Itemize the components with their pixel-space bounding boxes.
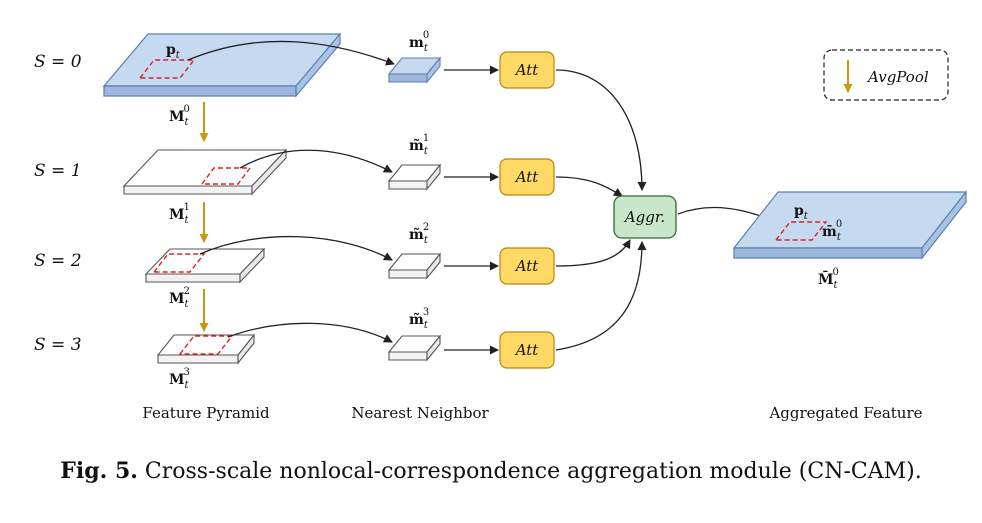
aggr-box: Aggr. — [613, 195, 677, 239]
pyramid-level-2 — [144, 247, 266, 284]
legend-box: AvgPool — [823, 49, 949, 101]
caption-prefix: Fig. 5. — [60, 458, 138, 484]
neighbor-label-2: m̃t2 — [409, 222, 429, 246]
att-box-3: Att — [499, 331, 555, 369]
section-label-nearest-neighbor: Nearest Neighbor — [351, 404, 489, 422]
att-to-aggr-3 — [555, 241, 647, 351]
legend-label: AvgPool — [866, 68, 929, 86]
neighbor-block-0 — [387, 56, 442, 84]
att-to-aggr-1 — [555, 176, 623, 197]
figure-diagram: S = 0 S = 1 S = 2 S = 3 pt Mt0 Mt1 Mt2 M… — [34, 30, 968, 422]
connector-0 — [187, 40, 395, 66]
scale-label-2: S = 2 — [34, 251, 82, 271]
neighbor-label-0: mt0 — [409, 30, 429, 54]
aggregated-map-label: M̄t0 — [818, 267, 839, 291]
att-box-0: Att — [499, 51, 555, 89]
connector-3 — [227, 322, 393, 343]
att-to-aggr-2 — [555, 239, 631, 267]
neighbor-block-2 — [387, 252, 442, 280]
svg-text:Att: Att — [514, 341, 540, 359]
svg-text:Att: Att — [514, 168, 540, 186]
pyramid-level-0 — [102, 32, 342, 98]
att-to-aggr-0 — [555, 69, 647, 191]
caption-text: Cross-scale nonlocal-correspondence aggr… — [144, 459, 922, 484]
pyramid-label-3: Mt3 — [169, 367, 190, 391]
connector-2 — [199, 235, 393, 261]
pyramid-level-3 — [156, 333, 256, 365]
svg-text:Att: Att — [514, 257, 540, 275]
neighbor-label-3: m̃t3 — [409, 307, 429, 331]
pyramid-label-0: Mt0 — [169, 104, 190, 128]
att-box-2: Att — [499, 247, 555, 285]
att-box-1: Att — [499, 158, 555, 196]
section-label-feature-pyramid: Feature Pyramid — [142, 404, 270, 422]
section-label-aggregated-feature: Aggregated Feature — [768, 404, 922, 422]
scale-label-1: S = 1 — [34, 161, 82, 181]
scale-label-3: S = 3 — [34, 335, 82, 355]
figure-caption: Fig. 5. Cross-scale nonlocal-corresponde… — [0, 458, 982, 484]
connector-1 — [239, 149, 393, 173]
aggregated-point-label: pt — [794, 203, 809, 222]
svg-text:Aggr.: Aggr. — [623, 208, 665, 226]
aggregated-feature-map — [732, 190, 968, 260]
neighbor-block-3 — [387, 334, 442, 362]
pyramid-level-1 — [122, 148, 288, 196]
scale-label-0: S = 0 — [34, 52, 82, 72]
svg-text:Att: Att — [514, 61, 540, 79]
neighbor-block-1 — [387, 163, 442, 191]
neighbor-label-1: m̃t1 — [409, 133, 429, 157]
pyramid-label-1: Mt1 — [169, 202, 190, 226]
point-label-0: pt — [166, 42, 181, 61]
aggregated-inner-label: m̄t0 — [822, 219, 842, 243]
pyramid-label-2: Mt2 — [169, 286, 190, 310]
